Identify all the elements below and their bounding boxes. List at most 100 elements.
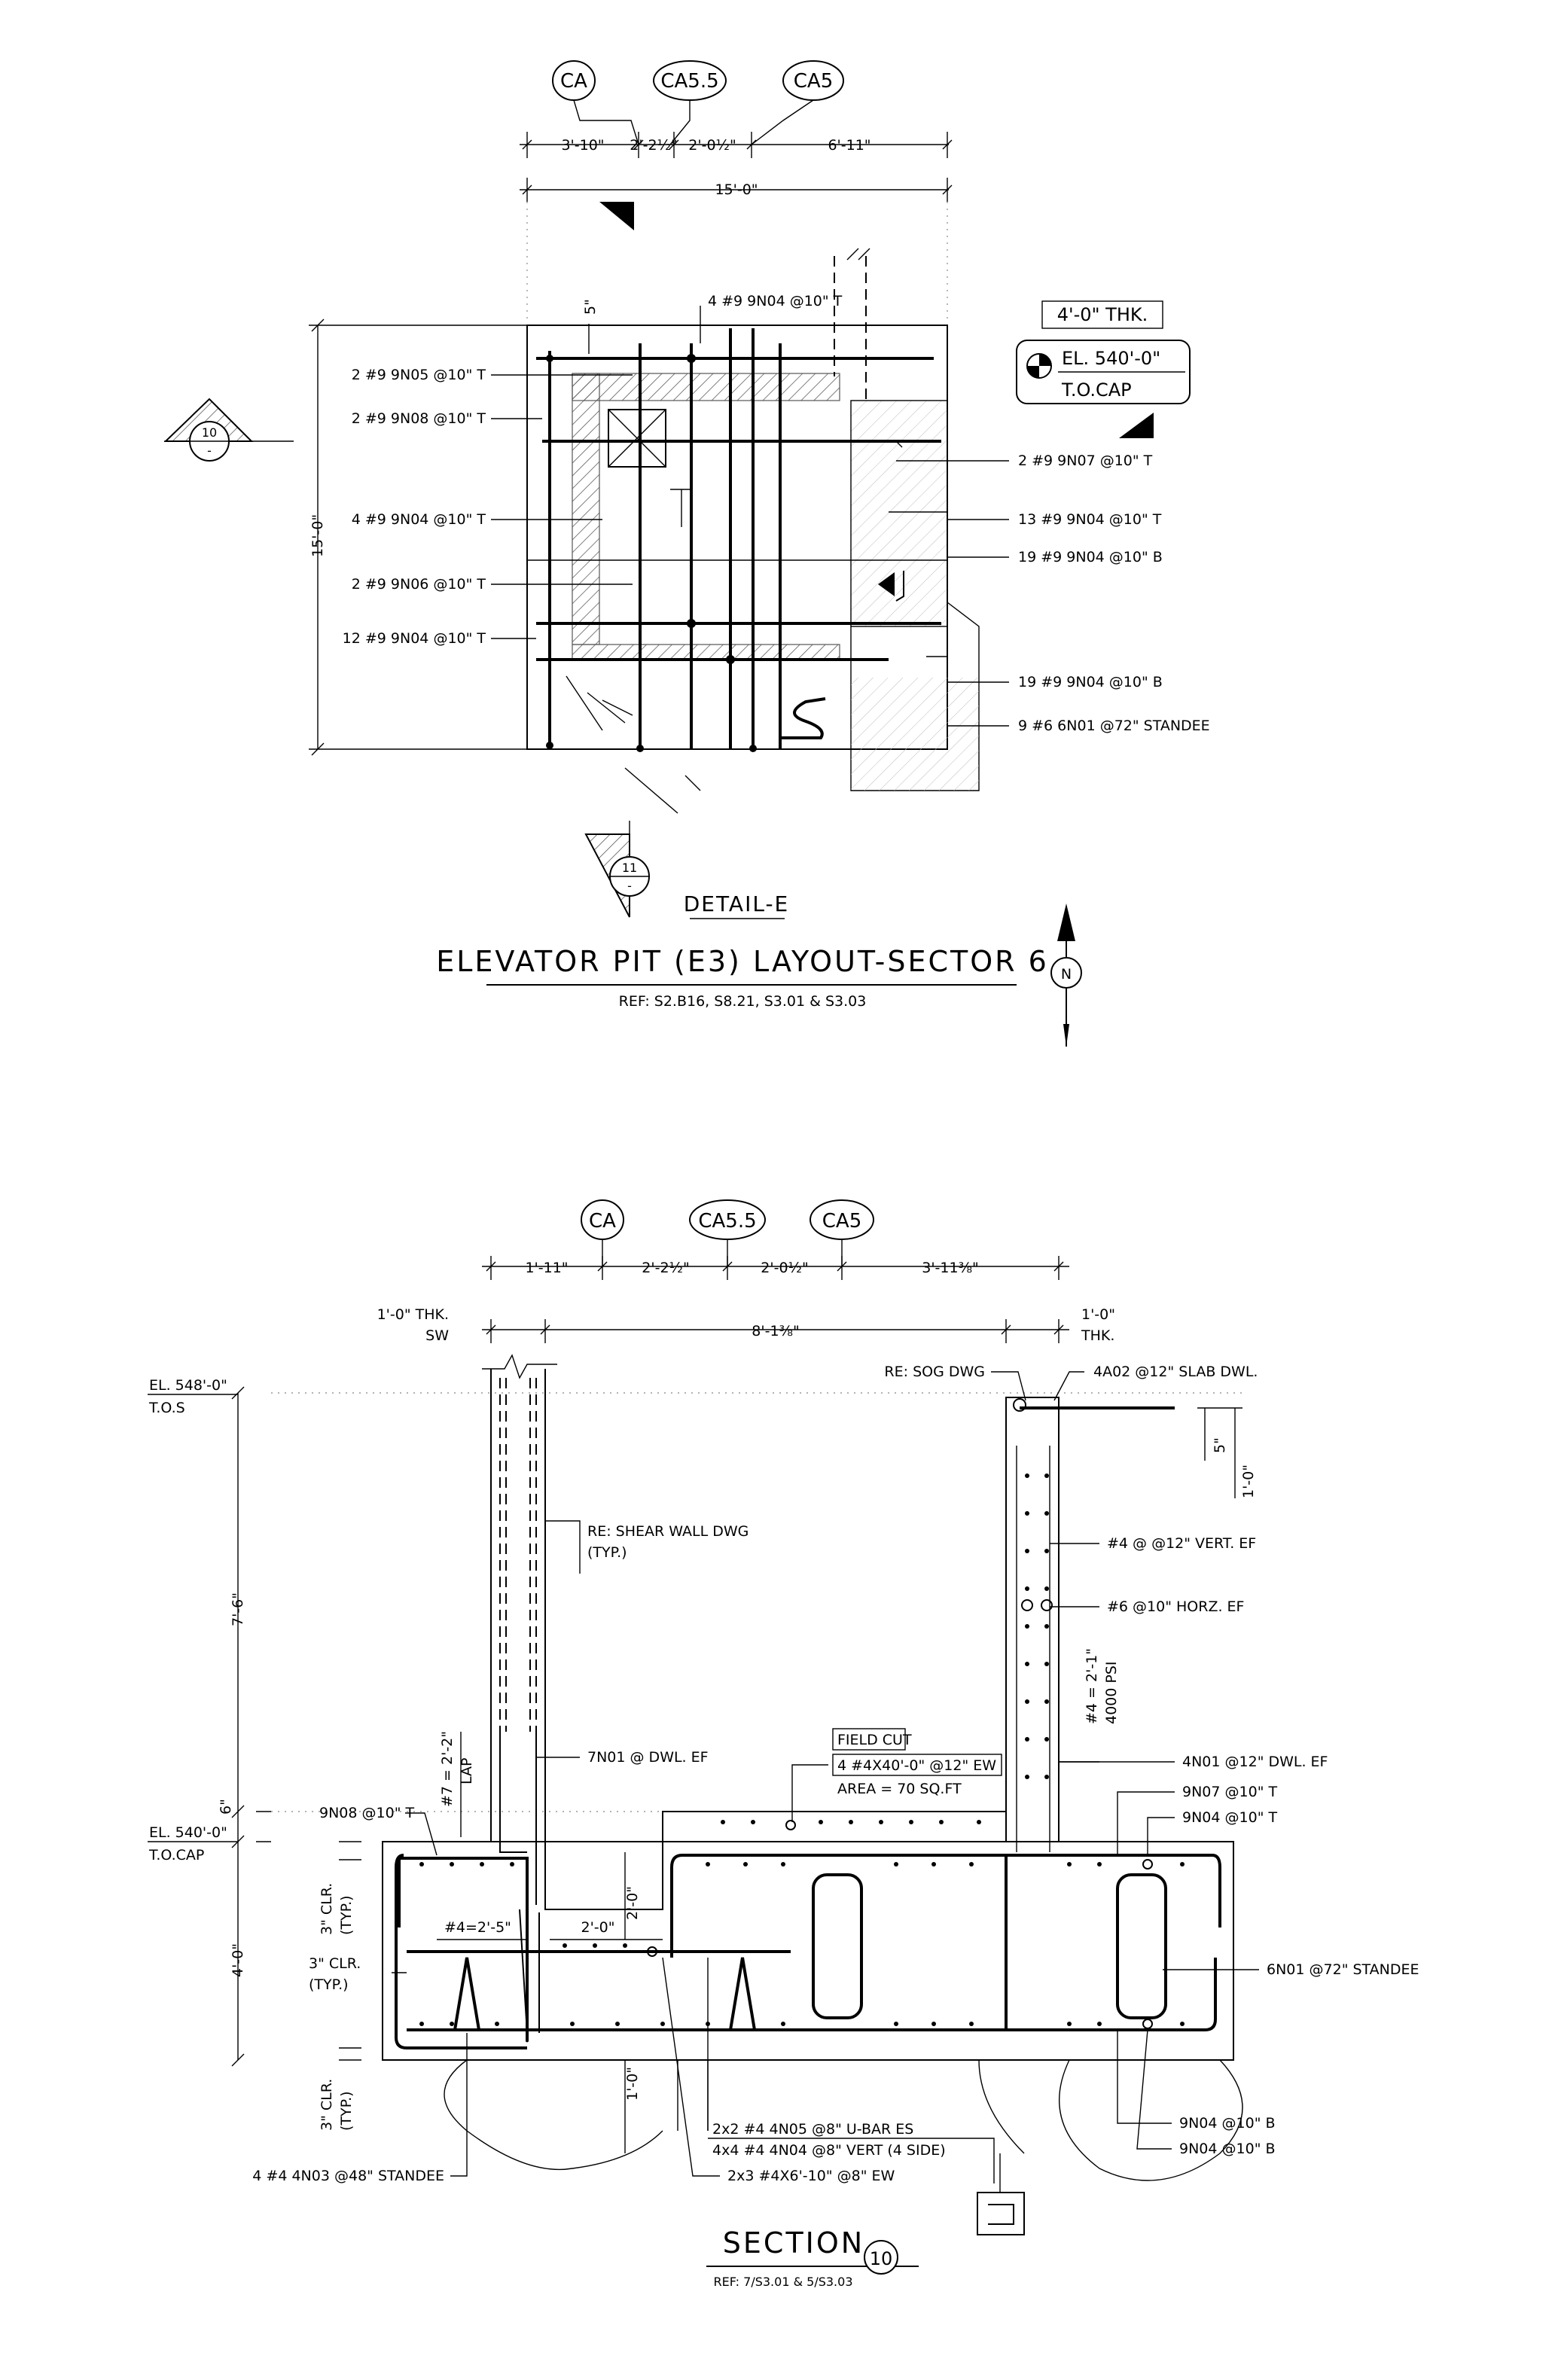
- svg-text:7N01 @ DWL. EF: 7N01 @ DWL. EF: [587, 1749, 709, 1766]
- svg-text:4x4 #4 4N04 @8" VERT (4 SIDE): 4x4 #4 4N04 @8" VERT (4 SIDE): [712, 2142, 946, 2159]
- svg-text:9 #6 6N01 @72" STANDEE: 9 #6 6N01 @72" STANDEE: [1018, 718, 1210, 734]
- svg-text:4'-0" THK.: 4'-0" THK.: [1057, 304, 1148, 325]
- svg-text:#4=2'-5": #4=2'-5": [444, 1919, 511, 1936]
- svg-text:1'-0": 1'-0": [1081, 1306, 1115, 1323]
- detail-label: DETAIL-E: [684, 891, 790, 916]
- svg-text:REF: 7/S3.01 & 5/S3.03: REF: 7/S3.01 & 5/S3.03: [713, 2275, 852, 2289]
- svg-text:(TYP.): (TYP.): [338, 1895, 355, 1935]
- elevator-pit-zone: [851, 401, 947, 626]
- svg-text:4'-0": 4'-0": [230, 1943, 246, 1977]
- svg-text:2'-0": 2'-0": [624, 1886, 641, 1920]
- svg-text:CA: CA: [560, 70, 587, 93]
- svg-text:EL. 548'-0": EL. 548'-0": [149, 1377, 227, 1394]
- svg-text:EL. 540'-0": EL. 540'-0": [1062, 348, 1160, 369]
- svg-text:(TYP.): (TYP.): [587, 1544, 627, 1561]
- svg-text:6'-11": 6'-11": [828, 137, 870, 154]
- svg-text:3'-11⅜": 3'-11⅜": [922, 1260, 979, 1276]
- u-bar-detail-box: [977, 2192, 1025, 2235]
- svg-text:CA5: CA5: [822, 1210, 861, 1233]
- svg-text:#7 = 2'-2": #7 = 2'-2": [439, 1731, 456, 1807]
- svg-text:2 #9 9N07 @10" T: 2 #9 9N07 @10" T: [1018, 453, 1153, 469]
- svg-text:2 #9 9N06 @10" T: 2 #9 9N06 @10" T: [352, 576, 486, 593]
- svg-text:-: -: [627, 879, 632, 893]
- pit-wall-hatch-left: [572, 373, 600, 645]
- svg-text:3'-10": 3'-10": [561, 137, 604, 154]
- section-marker-11: 11 -: [584, 821, 650, 918]
- svg-text:15'-0": 15'-0": [715, 181, 758, 198]
- field-cut-callout: FIELD CUT 4 #4X40'-0" @12" EW AREA = 70 …: [791, 1728, 1002, 1822]
- svg-text:FIELD CUT: FIELD CUT: [837, 1732, 912, 1748]
- svg-text:CA5: CA5: [794, 70, 833, 93]
- svg-text:3" CLR.: 3" CLR.: [319, 1883, 335, 1935]
- svg-text:T.O.CAP: T.O.CAP: [148, 1847, 204, 1863]
- svg-text:CA5.5: CA5.5: [660, 70, 718, 93]
- svg-text:2'-0½": 2'-0½": [761, 1260, 808, 1276]
- svg-text:6": 6": [218, 1799, 234, 1815]
- svg-text:9N08 @10" T: 9N08 @10" T: [319, 1805, 414, 1821]
- section-marker-10: 10 -: [163, 398, 294, 462]
- svg-text:10: 10: [202, 425, 217, 440]
- svg-text:19 #9 9N04 @10" B: 19 #9 9N04 @10" B: [1018, 549, 1163, 565]
- svg-text:19 #9 9N04 @10" B: 19 #9 9N04 @10" B: [1018, 674, 1163, 690]
- elevation-tag-top-of-cap: EL. 540'-0" T.O.CAP: [1016, 340, 1191, 404]
- grid-bubble-ca5-5: CA5.5: [653, 60, 727, 101]
- detail-e-plan: CA CA5.5 CA5 3'-10" 2'-2½" 2'-0½" 6'-11"…: [163, 60, 1210, 1047]
- svg-text:1'-11": 1'-11": [525, 1260, 568, 1276]
- svg-text:4 #9 9N04 @10" T: 4 #9 9N04 @10" T: [708, 293, 843, 309]
- plan-reference: REF: S2.B16, S8.21, S3.01 & S3.03: [619, 993, 867, 1010]
- svg-text:6N01 @72" STANDEE: 6N01 @72" STANDEE: [1267, 1961, 1419, 1978]
- svg-text:2'-2½": 2'-2½": [642, 1260, 689, 1276]
- svg-text:1'-0": 1'-0": [624, 2067, 641, 2101]
- svg-text:4 #4 4N03 @48" STANDEE: 4 #4 4N03 @48" STANDEE: [252, 2168, 444, 2184]
- plan-title: ELEVATOR PIT (E3) LAYOUT-SECTOR 6: [436, 945, 1049, 978]
- svg-text:1'-0" THK.: 1'-0" THK.: [377, 1306, 449, 1323]
- section-title-block: SECTION 10 REF: 7/S3.01 & 5/S3.03: [706, 2226, 919, 2289]
- svg-text:(TYP.): (TYP.): [338, 2091, 355, 2131]
- svg-text:9N04 @10" T: 9N04 @10" T: [1182, 1809, 1277, 1826]
- svg-text:#6 @10" HORZ. EF: #6 @10" HORZ. EF: [1107, 1598, 1244, 1615]
- svg-text:4N01 @12" DWL. EF: 4N01 @12" DWL. EF: [1182, 1754, 1328, 1770]
- svg-text:11: 11: [622, 861, 637, 875]
- svg-text:EL. 540'-0": EL. 540'-0": [149, 1824, 227, 1841]
- piles-below-cap: [444, 2059, 1243, 2235]
- north-arrow-icon: N: [1050, 904, 1082, 1047]
- height-dimension: 15'-0": [309, 318, 527, 756]
- svg-text:2'-2½": 2'-2½": [630, 137, 677, 154]
- svg-text:9N04 @10" B: 9N04 @10" B: [1179, 2115, 1276, 2132]
- svg-text:-: -: [207, 443, 212, 458]
- svg-text:LAP: LAP: [459, 1758, 475, 1784]
- svg-text:7'-6": 7'-6": [230, 1592, 246, 1626]
- svg-text:2x2 #4 4N05 @8" U-BAR ES: 2x2 #4 4N05 @8" U-BAR ES: [712, 2121, 913, 2138]
- section-cut-flag-top: [599, 202, 634, 230]
- svg-text:4A02 @12" SLAB DWL.: 4A02 @12" SLAB DWL.: [1093, 1364, 1258, 1380]
- svg-text:#4 = 2'-1": #4 = 2'-1": [1084, 1648, 1100, 1724]
- section-cut-flag-right: [1119, 413, 1154, 438]
- svg-text:5": 5": [582, 299, 599, 315]
- svg-text:13 #9 9N04 @10" T: 13 #9 9N04 @10" T: [1018, 511, 1162, 528]
- svg-text:2 #9 9N08 @10" T: 2 #9 9N08 @10" T: [352, 410, 486, 427]
- grid-bubble-ca5: CA5: [782, 60, 844, 101]
- svg-text:3" CLR.: 3" CLR.: [319, 2079, 335, 2131]
- svg-text:RE: SHEAR WALL DWG: RE: SHEAR WALL DWG: [587, 1523, 749, 1540]
- svg-text:4000 PSI: 4000 PSI: [1103, 1661, 1120, 1724]
- svg-text:THK.: THK.: [1081, 1327, 1114, 1344]
- svg-text:12 #9 9N04 @10" T: 12 #9 9N04 @10" T: [343, 630, 486, 647]
- svg-text:8'-1⅜": 8'-1⅜": [752, 1323, 799, 1339]
- svg-text:SW: SW: [425, 1327, 449, 1344]
- svg-text:SECTION: SECTION: [723, 2226, 864, 2260]
- section-10-drawing: CA CA5.5 CA5 1'-11" 2'-2½" 2'-0½" 3'-11⅜…: [148, 1199, 1419, 2289]
- svg-text:2 #9 9N05 @10" T: 2 #9 9N05 @10" T: [352, 367, 486, 383]
- section-vertical-dims: 7'-6" 4'-0" 6": [218, 1386, 271, 2067]
- right-elevator-wall: [1005, 1397, 1175, 1852]
- svg-text:CA: CA: [589, 1210, 616, 1233]
- svg-text:2'-0": 2'-0": [581, 1919, 615, 1936]
- svg-text:4 #9 9N04 @10" T: 4 #9 9N04 @10" T: [352, 511, 486, 528]
- svg-text:#4 @ @12" VERT. EF: #4 @ @12" VERT. EF: [1107, 1535, 1256, 1552]
- svg-text:5": 5": [1212, 1437, 1228, 1453]
- svg-text:N: N: [1061, 966, 1072, 983]
- top-dimension-string: 3'-10" 2'-2½" 2'-0½" 6'-11" 15'-0": [520, 132, 953, 324]
- left-shear-wall: [482, 1354, 557, 1842]
- svg-text:10: 10: [870, 2248, 893, 2269]
- svg-text:2'-0½": 2'-0½": [688, 137, 736, 154]
